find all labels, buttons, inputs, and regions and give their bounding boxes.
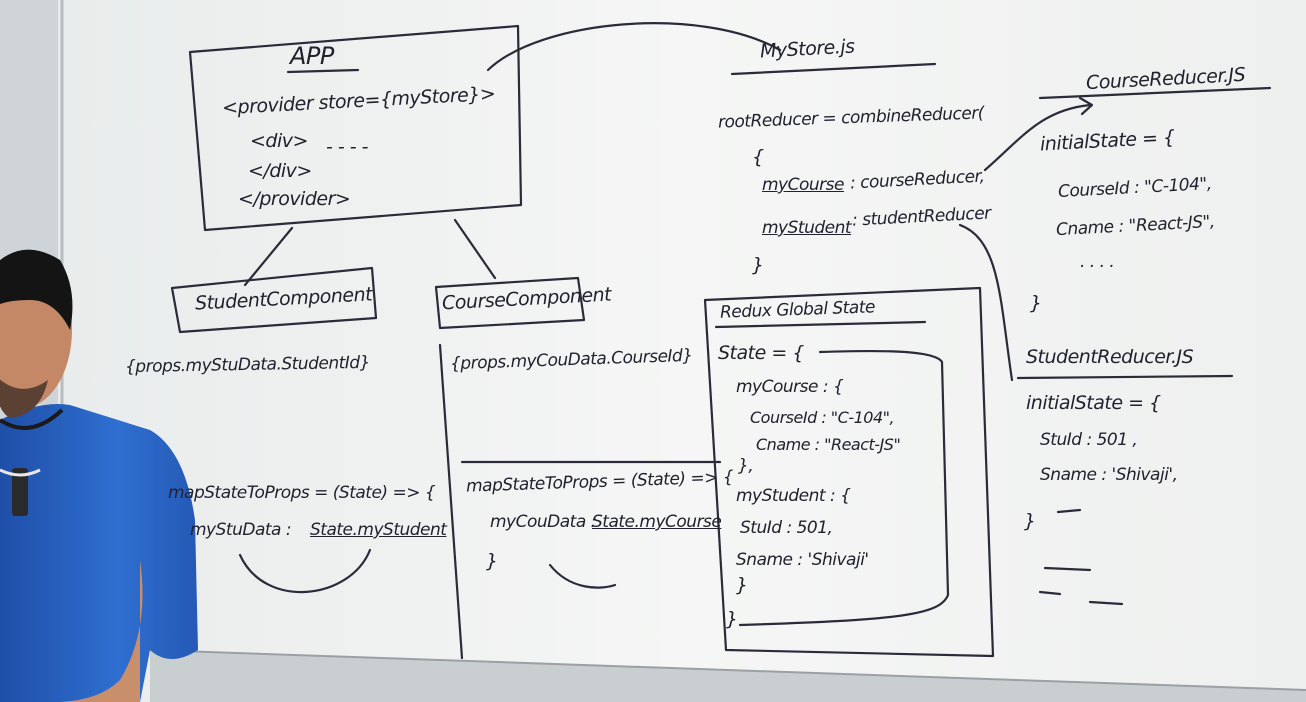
presenter-shirt	[0, 404, 198, 702]
redux-stu-id: StuId : 501,	[740, 518, 833, 538]
redux-course-key: myCourse : {	[736, 377, 844, 397]
course-map-val: State.myCourse	[592, 512, 722, 532]
board-tray	[150, 650, 1306, 702]
arrow-to-course-reducer	[983, 103, 1092, 172]
redux-state-close: }	[726, 608, 738, 630]
course-frame-left	[438, 343, 464, 660]
student-reducer-close: }	[1024, 510, 1036, 532]
student-map-fn: mapStateToProps = (State) => {	[168, 483, 436, 503]
app-title: APP	[290, 42, 334, 70]
redux-course-id: CourseId : "C-104",	[750, 408, 895, 427]
arrow-app-to-store	[486, 22, 782, 72]
student-reducer-line2: Sname : 'Shivaji',	[1040, 465, 1178, 485]
mystore-course-key: myCourse	[762, 175, 844, 195]
app-provider-close: </provider>	[238, 188, 351, 210]
redux-stu-name: Sname : 'Shivaji'	[736, 550, 869, 570]
id-badge-clip	[12, 468, 28, 516]
student-reducer-init: initialState = {	[1026, 392, 1161, 414]
student-map-key: myStuData :	[190, 520, 292, 540]
redux-student-key: myStudent : {	[736, 486, 851, 506]
redux-course-name: Cname : "React-JS"	[756, 435, 901, 454]
student-reducer-line1: StuId : 501 ,	[1040, 430, 1138, 450]
course-reducer-dots: . . . .	[1080, 252, 1115, 272]
mystore-open: {	[752, 146, 764, 168]
redux-state-open: State = {	[718, 342, 804, 364]
course-map-close: }	[486, 550, 498, 572]
app-box-outline	[188, 24, 523, 232]
course-reducer-close: }	[1030, 292, 1042, 314]
redux-student-close: }	[736, 574, 748, 596]
course-map-arrow	[548, 563, 617, 589]
mystore-close: }	[752, 254, 764, 276]
student-map-arrow	[238, 548, 372, 594]
state-inner-outline	[738, 349, 950, 627]
presenter-person	[0, 249, 198, 702]
course-component-box	[434, 276, 586, 330]
app-div-dots: - - - -	[326, 136, 369, 158]
student-reducer-title: StudentReducer.JS	[1026, 346, 1194, 368]
whiteboard	[58, 0, 1306, 702]
student-component-props: {props.myStuData.StudentId}	[124, 352, 371, 378]
student-map-val: State.myStudent	[310, 520, 447, 540]
app-div-open: <div>	[250, 130, 308, 152]
arrow-to-student-reducer	[958, 223, 1014, 382]
redux-course-close: },	[738, 456, 754, 476]
course-map-key: myCouData :	[490, 512, 596, 532]
presenter-hair	[0, 249, 73, 330]
redux-state-box	[703, 286, 995, 658]
app-div-close: </div>	[248, 160, 312, 182]
student-component-box	[170, 266, 378, 334]
mystore-student-key: myStudent	[762, 218, 852, 238]
